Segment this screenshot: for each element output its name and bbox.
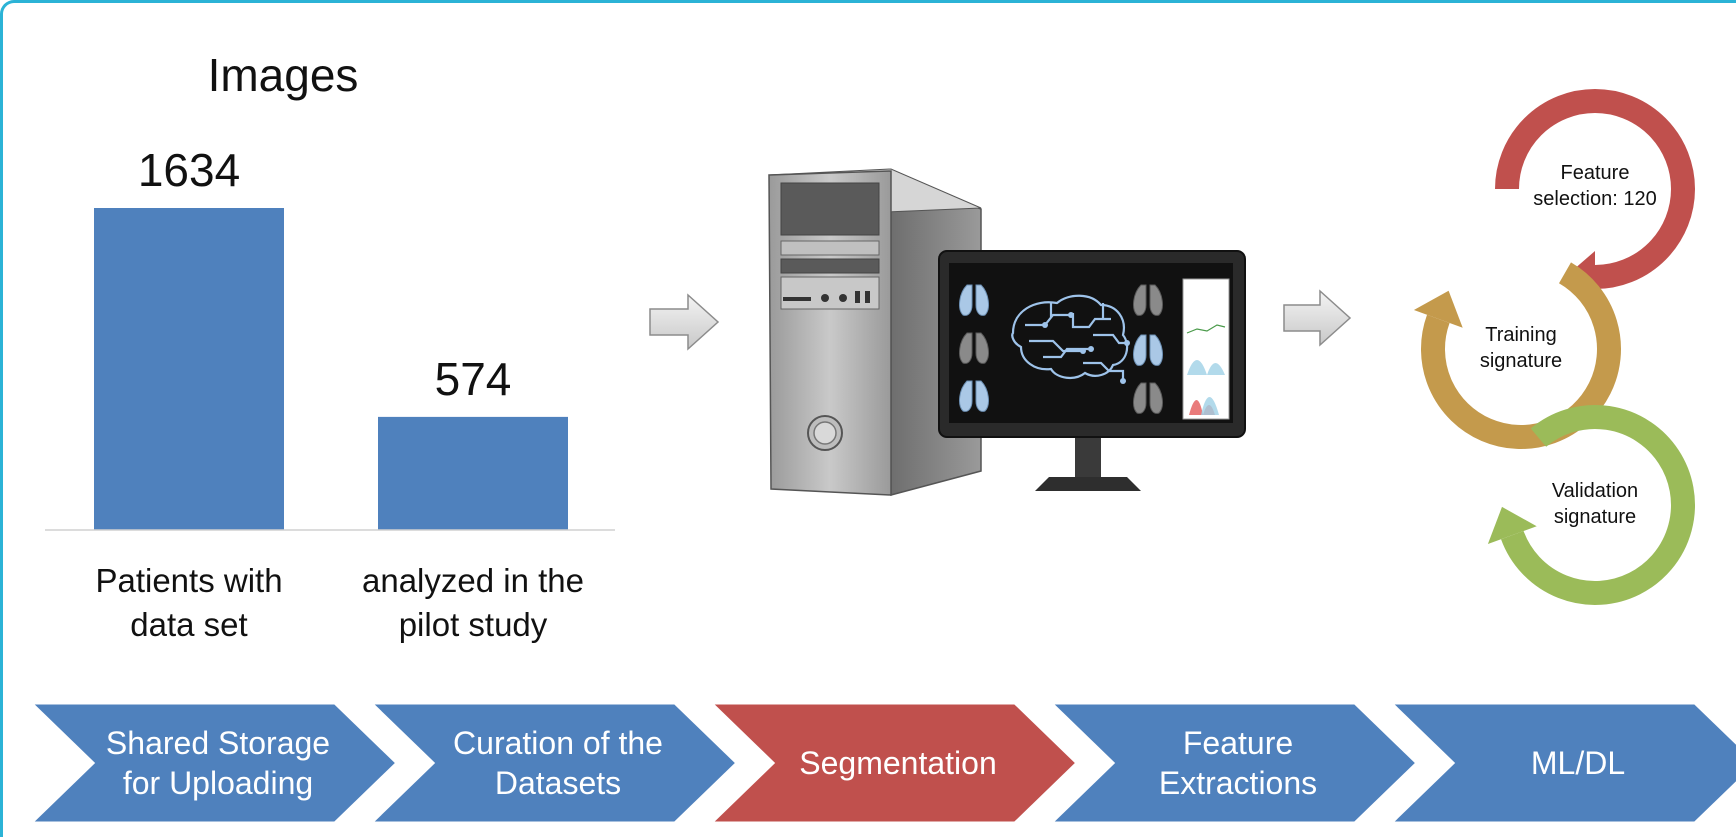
pipeline-step bbox=[1047, 701, 1420, 825]
pipeline-step-label: for Uploading bbox=[123, 765, 313, 801]
cycle-step-label: signature bbox=[1480, 350, 1562, 372]
category-labels: Patients with data set analyzed in the pilo… bbox=[95, 562, 584, 643]
bar-series bbox=[94, 208, 568, 530]
cycle-arc bbox=[1495, 89, 1695, 289]
bar-chart: Images 1634 574 Patients with data set anal… bbox=[45, 49, 615, 643]
category-label: Patients with bbox=[95, 562, 282, 599]
pipeline-step-label: Datasets bbox=[495, 765, 621, 801]
category-label: pilot study bbox=[399, 606, 548, 643]
pipeline-step-label: Segmentation bbox=[799, 745, 996, 781]
diagram-svg: Images 1634 574 Patients with data set anal… bbox=[27, 49, 1736, 825]
category-label: analyzed in the bbox=[362, 562, 584, 599]
pipeline-step-label: Extractions bbox=[1159, 765, 1317, 801]
category-label: data set bbox=[130, 606, 247, 643]
pipeline-step bbox=[367, 701, 740, 825]
pipeline-step-label: ML/DL bbox=[1531, 745, 1625, 781]
computer-workstation-icon bbox=[768, 168, 1246, 496]
cycle-arrowhead bbox=[1487, 506, 1537, 544]
cycle-step-label: signature bbox=[1554, 506, 1636, 528]
cycle-arc bbox=[1501, 405, 1695, 605]
bar bbox=[94, 208, 284, 530]
right-arrow-icon bbox=[649, 293, 720, 351]
cycle-step-label: Training bbox=[1485, 324, 1557, 346]
cycle-arrowhead bbox=[1413, 290, 1463, 328]
pipeline-step-label: Shared Storage bbox=[106, 725, 330, 761]
cycle-step-label: Validation bbox=[1552, 480, 1638, 502]
pipeline-step-label: Curation of the bbox=[453, 725, 663, 761]
chart-title: Images bbox=[208, 49, 359, 101]
data-label: 1634 bbox=[138, 144, 240, 196]
data-labels: 1634 574 bbox=[138, 144, 512, 405]
right-arrow-icon bbox=[1283, 289, 1352, 347]
cycle-step-label: selection: 120 bbox=[1533, 188, 1656, 210]
cycle-step-label: Feature bbox=[1561, 162, 1630, 184]
pipeline-step bbox=[1387, 701, 1736, 825]
pipeline-step bbox=[27, 701, 400, 825]
data-label: 574 bbox=[435, 353, 512, 405]
pipeline-step bbox=[707, 701, 1080, 825]
bar bbox=[378, 416, 568, 530]
pipeline-step-label: Feature bbox=[1183, 725, 1293, 761]
pipeline-process: Shared Storage for Uploading Curation of t… bbox=[27, 701, 1736, 825]
